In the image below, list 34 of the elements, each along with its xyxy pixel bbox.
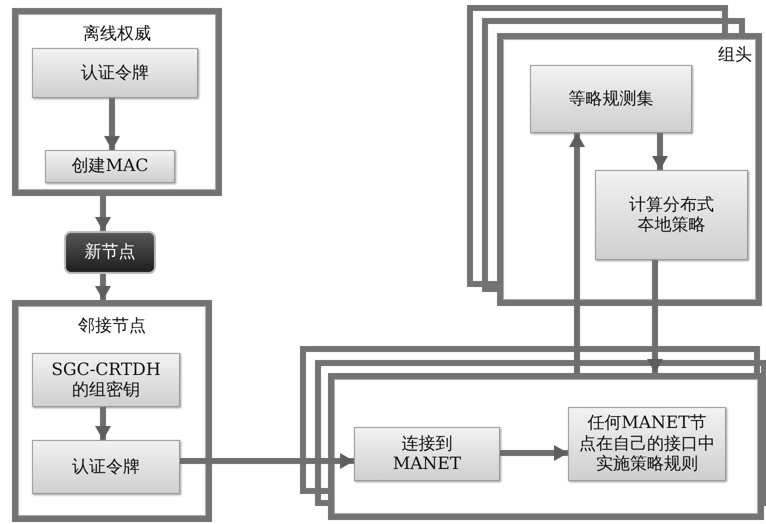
group-frame xyxy=(328,373,764,520)
node-label: 创建MAC xyxy=(72,156,148,177)
node-label: SGC-CRTDH的组密钥 xyxy=(50,360,162,400)
group-frame xyxy=(12,8,222,196)
node-label: 新节点 xyxy=(84,242,136,263)
process-box xyxy=(32,440,180,494)
process-box xyxy=(568,407,726,481)
arrow xyxy=(647,260,663,373)
process-box xyxy=(530,65,692,133)
group-frame xyxy=(497,33,762,306)
process-box xyxy=(32,48,198,98)
arrow xyxy=(104,98,120,150)
process-box xyxy=(354,427,500,481)
process-box xyxy=(32,353,180,407)
process-box xyxy=(45,150,175,183)
arrow xyxy=(95,196,111,231)
node-label: 连接到 MANET xyxy=(392,434,462,474)
node-label: 认证令牌 xyxy=(81,62,149,84)
arrow xyxy=(95,407,111,440)
arrow xyxy=(500,445,568,461)
arrow xyxy=(569,133,585,373)
group-frame xyxy=(12,300,212,522)
arrow xyxy=(95,274,111,300)
node-label: 任何MANET节点在自己的接口中实施策略规则 xyxy=(579,413,715,475)
node-label: 等略规测集 xyxy=(568,88,654,110)
node-box xyxy=(64,231,156,274)
node-label: 认证令牌 xyxy=(72,456,140,478)
group-title: 离线权威 xyxy=(82,23,152,45)
arrow xyxy=(652,133,668,170)
node-label: 计算分布式夲地策略 xyxy=(628,194,715,236)
process-box xyxy=(595,170,748,260)
group-title: 邻接节点 xyxy=(77,315,147,337)
arrow xyxy=(180,453,354,469)
group-title: 组头 xyxy=(718,44,752,66)
